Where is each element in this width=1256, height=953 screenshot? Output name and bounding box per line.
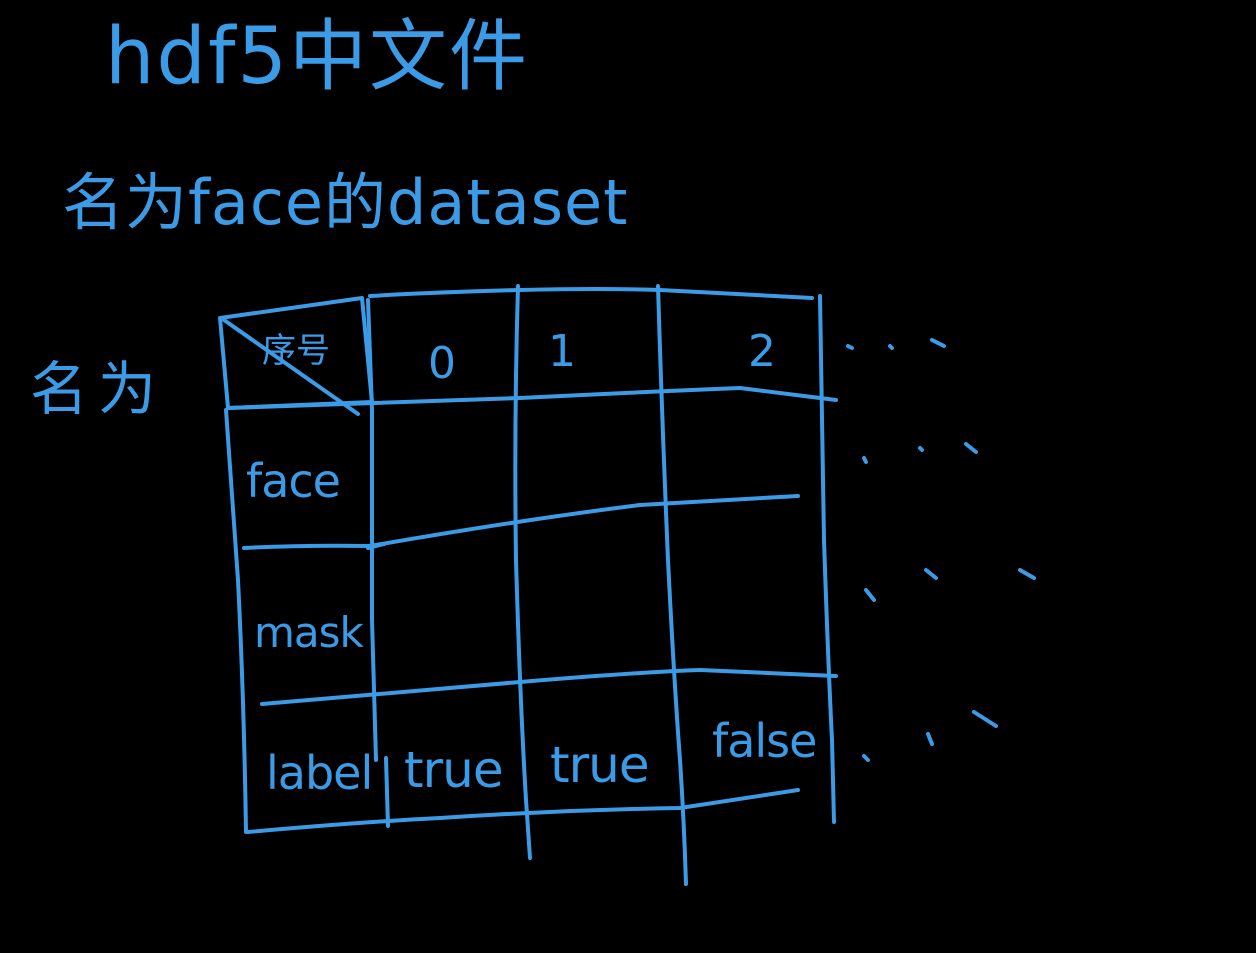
diagram-title: hdf5中文件 (105, 12, 530, 102)
diagram-subtitle: 名为face的dataset (62, 166, 629, 239)
cell-label-0: true (404, 741, 504, 799)
ellipsis-row-label (862, 710, 998, 762)
row-header-label: label (266, 746, 373, 800)
col-line-d (818, 294, 836, 824)
row-header-face: face (246, 454, 341, 508)
col-line-c (656, 284, 688, 886)
column-header-1: 1 (548, 326, 576, 377)
col-line-b (513, 284, 532, 860)
col-line-a (366, 298, 378, 762)
column-header-0: 0 (428, 338, 456, 389)
ellipsis-row-face (862, 442, 978, 464)
corner-header-label: 序号 (262, 331, 330, 371)
column-header-2: 2 (748, 326, 776, 377)
cell-label-2: false (712, 714, 817, 768)
header-top-line (368, 287, 814, 300)
header-bottom-line (226, 386, 838, 410)
left-border (224, 408, 248, 834)
side-label: 名为 (30, 355, 167, 423)
row-header-mask: mask (254, 608, 364, 657)
ellipsis-row-header (846, 338, 946, 350)
cell-label-1: true (550, 736, 650, 794)
ellipsis-row-mask (864, 568, 1036, 602)
row-line-2 (260, 668, 838, 706)
